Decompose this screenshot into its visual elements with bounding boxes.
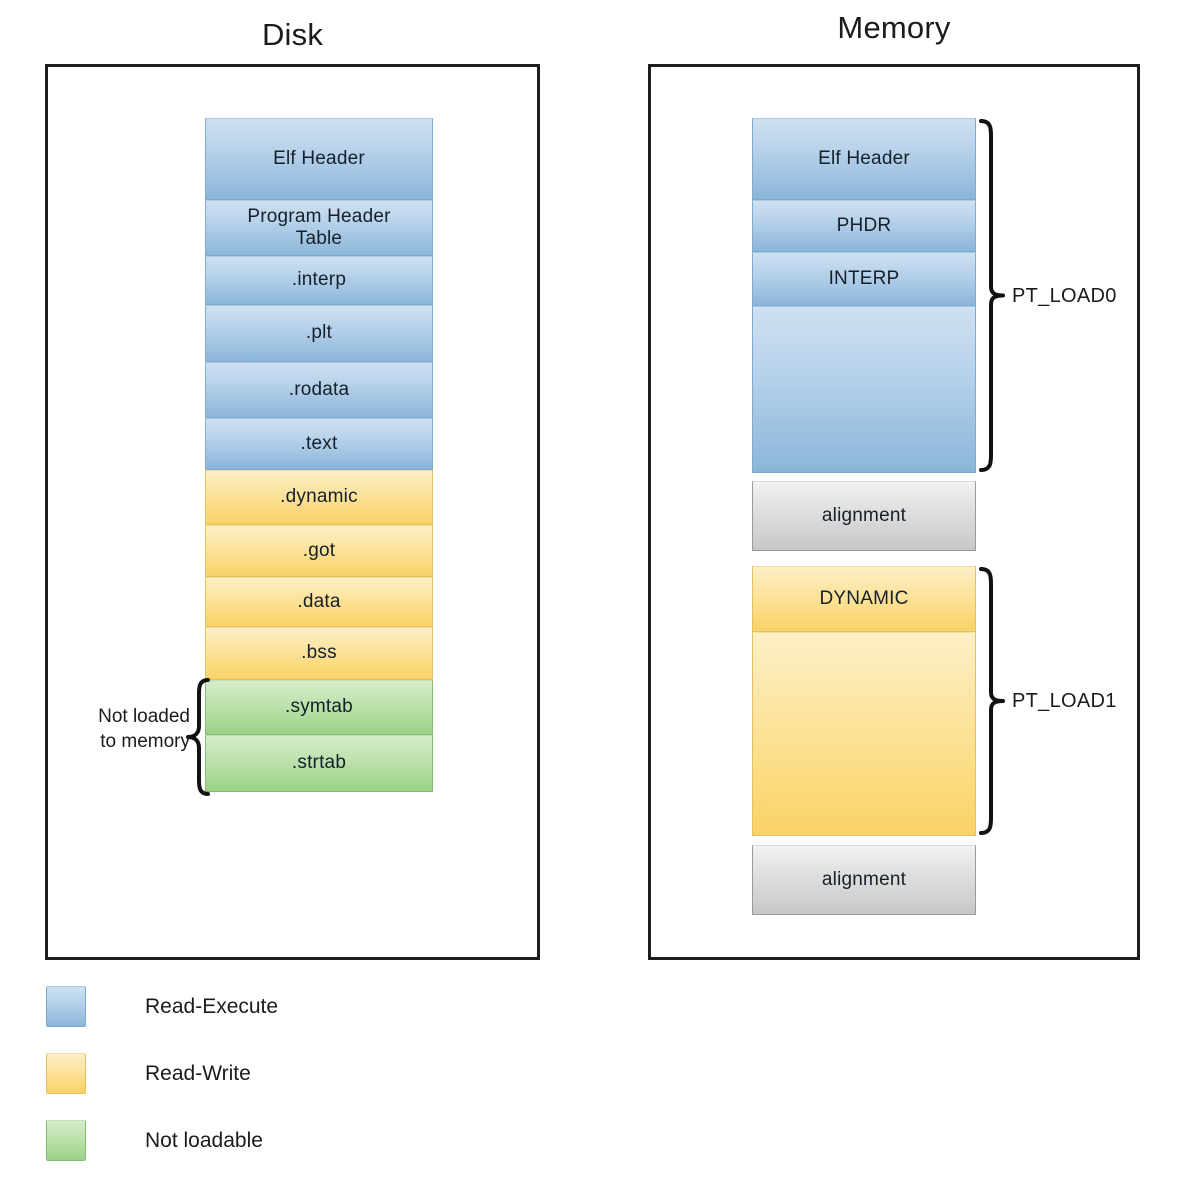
memory-block-unlabeled: [752, 632, 976, 836]
memory-block-elf-header: Elf Header: [752, 118, 976, 200]
disk-block-label: .strtab: [291, 752, 347, 774]
disk-block-strtab: .strtab: [205, 735, 433, 792]
disk-block-label: .interp: [291, 269, 347, 291]
disk-block-label: .text: [300, 432, 338, 454]
legend-label-read-execute: Read-Execute: [145, 994, 279, 1018]
ptload-brace-icon-1: [978, 566, 1008, 836]
disk-block-dynamic: .dynamic: [205, 470, 433, 525]
memory-block-dynamic: DYNAMIC: [752, 566, 976, 632]
memory-block-alignment: alignment: [752, 481, 976, 551]
memory-block-label: alignment: [821, 868, 907, 890]
disk-block-got: .got: [205, 525, 433, 577]
legend-item-not-loadable: Not loadable: [46, 1120, 263, 1161]
legend-item-read-write: Read-Write: [46, 1053, 251, 1094]
ptload-label-0: PT_LOAD0: [1012, 284, 1117, 307]
disk-block-label: .dynamic: [280, 486, 358, 508]
disk-block-rodata: .rodata: [205, 362, 433, 418]
legend-label-not-loadable: Not loadable: [145, 1128, 263, 1152]
disk-block-interp: .interp: [205, 256, 433, 305]
disk-block-label: .plt: [305, 322, 333, 344]
disk-block-label: Elf Header: [273, 147, 365, 169]
disk-block-label: .symtab: [285, 696, 353, 718]
disk-block-label: .got: [302, 539, 336, 561]
disk-block-label: .rodata: [288, 378, 350, 400]
memory-block-label: Elf Header: [818, 147, 910, 169]
legend-item-read-execute: Read-Execute: [46, 986, 278, 1027]
memory-column-title: Memory: [837, 10, 951, 45]
legend-swatch-read-execute: [46, 986, 86, 1027]
legend-label-read-write: Read-Write: [145, 1061, 251, 1085]
memory-block-label: PHDR: [836, 214, 892, 236]
disk-block-plt: .plt: [205, 305, 433, 362]
disk-block-bss: .bss: [205, 627, 433, 680]
not-loaded-brace-icon: [185, 678, 211, 796]
memory-block-label: DYNAMIC: [819, 587, 909, 609]
memory-block-label: INTERP: [828, 267, 900, 289]
disk-block-label: .bss: [301, 642, 337, 664]
ptload-label-1: PT_LOAD1: [1012, 690, 1117, 712]
memory-block-alignment: alignment: [752, 845, 976, 915]
disk-block-label: .data: [297, 590, 341, 612]
memory-block-label: alignment: [821, 504, 907, 526]
disk-block-text: .text: [205, 418, 433, 470]
memory-block-phdr: PHDR: [752, 200, 976, 252]
memory-block-interp: INTERP: [752, 252, 976, 306]
legend-swatch-not-loadable: [46, 1120, 86, 1161]
disk-block-elf-header: Elf Header: [205, 118, 433, 200]
memory-block-unlabeled: [752, 306, 976, 473]
ptload-brace-icon-0: [978, 118, 1008, 473]
disk-block-symtab: .symtab: [205, 680, 433, 735]
disk-block-data: .data: [205, 577, 433, 627]
disk-column-title: Disk: [261, 17, 324, 52]
legend-swatch-read-write: [46, 1053, 86, 1094]
